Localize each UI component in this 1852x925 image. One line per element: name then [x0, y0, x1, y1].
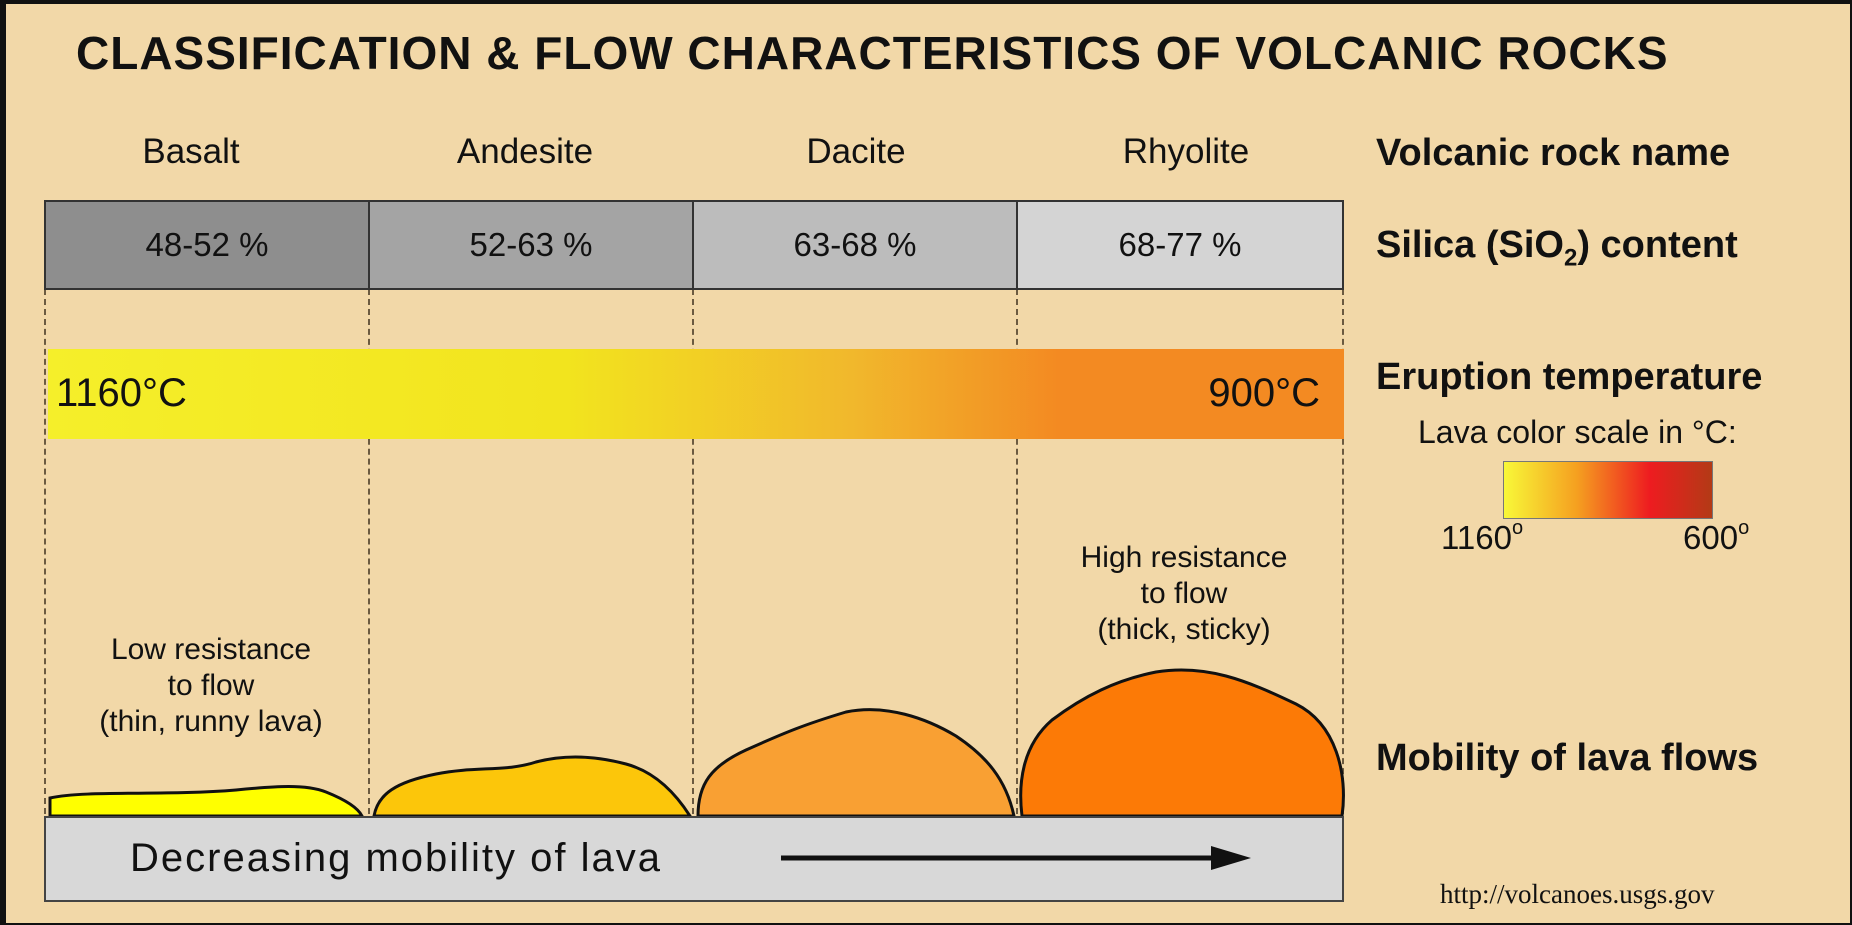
- color-scale-low-label: 1160o: [1441, 517, 1524, 556]
- rock-name-dacite: Dacite: [806, 132, 906, 171]
- silica-value: 68-77 %: [1118, 226, 1242, 263]
- high-resistance-note: High resistance to flow (thick, sticky): [1080, 541, 1288, 646]
- color-scale-title: Lava color scale in °C:: [1418, 414, 1737, 450]
- low-resistance-note: Low resistance to flow (thin, runny lava…: [99, 633, 323, 738]
- lava-flow-basalt: [48, 785, 365, 818]
- silica-bar: 48-52 % 52-63 % 63-68 % 68-77 %: [44, 200, 1344, 290]
- row-label-silica: Silica (SiO2) content: [1376, 224, 1738, 272]
- lava-flow-andesite: [372, 755, 693, 818]
- eruption-temperature-bar: 1160°C 900°C: [48, 349, 1344, 439]
- color-scale-high-label: 600o: [1683, 517, 1750, 556]
- rock-name-rhyolite: Rhyolite: [1122, 132, 1250, 171]
- rock-name-basalt: Basalt: [142, 132, 240, 171]
- silica-cell-dacite: 63-68 %: [694, 202, 1018, 288]
- diagram-title: CLASSIFICATION & FLOW CHARACTERISTICS OF…: [76, 27, 1669, 79]
- divider-line: [1016, 289, 1018, 814]
- silica-cell-basalt: 48-52 %: [46, 202, 370, 288]
- decreasing-mobility-bar: Decreasing mobility of lava: [44, 816, 1344, 902]
- lava-flow-rhyolite: [1019, 668, 1345, 818]
- divider-line: [1342, 289, 1344, 814]
- row-label-mobility: Mobility of lava flows: [1376, 737, 1759, 779]
- silica-value: 48-52 %: [145, 226, 269, 263]
- silica-value: 52-63 %: [469, 226, 593, 263]
- row-label-rock-name: Volcanic rock name: [1376, 132, 1731, 174]
- divider-line: [368, 289, 370, 814]
- temperature-right-label: 900°C: [1208, 371, 1320, 415]
- silica-cell-andesite: 52-63 %: [370, 202, 694, 288]
- divider-line: [44, 289, 46, 814]
- row-label-eruption-temperature: Eruption temperature: [1376, 356, 1763, 398]
- lava-flow-dacite: [696, 708, 1016, 818]
- source-url: http://volcanoes.usgs.gov: [1440, 879, 1715, 909]
- rock-name-andesite: Andesite: [456, 132, 594, 171]
- temperature-left-label: 1160°C: [56, 371, 187, 415]
- lava-flows-svg: [48, 668, 1345, 818]
- mobility-bar-label: Decreasing mobility of lava: [130, 836, 662, 880]
- silica-cell-rhyolite: 68-77 %: [1018, 202, 1342, 288]
- lava-color-scale-bar: [1503, 461, 1713, 519]
- silica-value: 63-68 %: [793, 226, 917, 263]
- divider-line: [692, 289, 694, 814]
- right-arrow-icon: [781, 846, 1251, 870]
